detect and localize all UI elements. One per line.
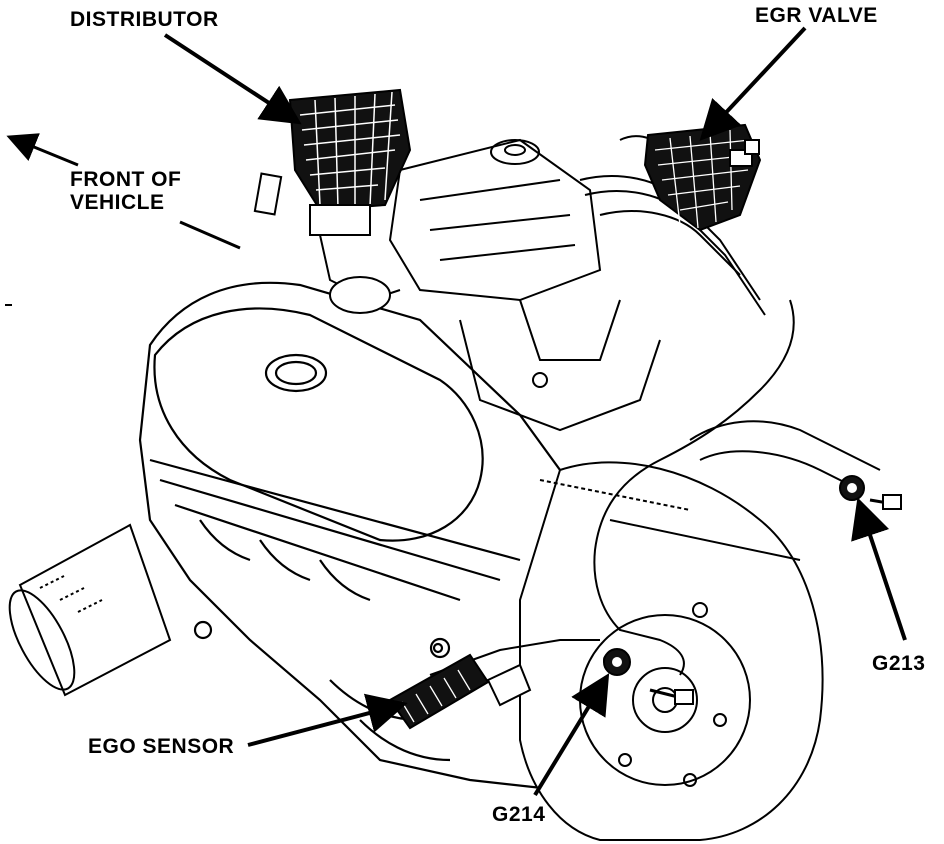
g214-label: G214	[492, 803, 546, 826]
distributor-label: DISTRIBUTOR	[70, 8, 219, 31]
carburetor	[388, 138, 661, 432]
egr-valve-label: EGR VALVE	[755, 4, 878, 27]
oil-filter	[8, 523, 172, 697]
callout-arrows	[6, 26, 907, 797]
distributor-arrow	[163, 33, 302, 125]
g214-ground	[603, 648, 694, 705]
egr-valve-body	[643, 123, 762, 232]
g213-label: G213	[872, 652, 926, 675]
flywheel	[519, 461, 824, 841]
ego-sensor-label: EGO SENSOR	[88, 735, 235, 758]
g213-ground	[839, 475, 902, 510]
g213-arrow	[851, 497, 907, 641]
front-of-vehicle-label: FRONT OF VEHICLE	[70, 168, 181, 214]
distributor-body	[253, 88, 412, 314]
g214-arrow	[533, 673, 610, 797]
front-of-vehicle-tail	[179, 220, 241, 250]
egr-valve-arrow	[699, 26, 807, 141]
front-of-vehicle-arrow	[6, 133, 79, 167]
front-of-vehicle-line2: VEHICLE	[70, 191, 165, 215]
front-of-vehicle-line1: FRONT OF	[70, 168, 182, 191]
ego-sensor-arrow	[247, 693, 408, 747]
